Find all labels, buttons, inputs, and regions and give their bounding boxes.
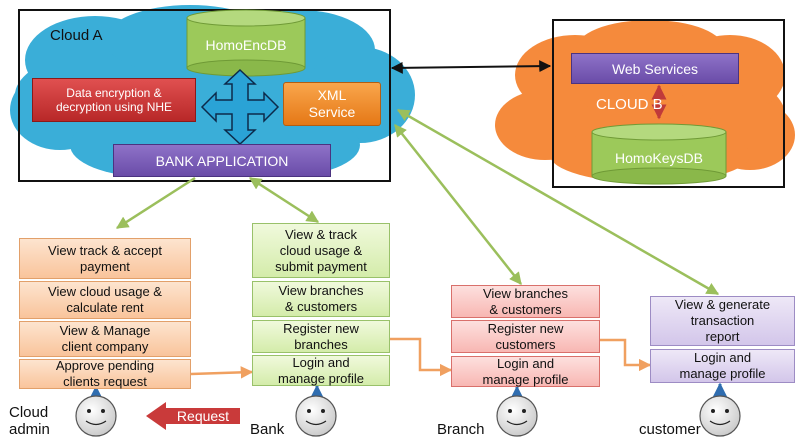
homoencdb-cylinder: HomoEncDB <box>186 9 306 77</box>
actor-label-customer: customer <box>639 421 701 438</box>
actor-label-bank: Bank <box>250 421 285 438</box>
bank-box-login: Login and manage profile <box>252 355 390 386</box>
bank-box-view-branches: View branches & customers <box>252 281 390 317</box>
branch-box-login: Login and manage profile <box>451 356 600 387</box>
cloud-a-frame <box>18 9 391 182</box>
bank-avatar <box>295 395 337 437</box>
admin-box-cloud-usage: View cloud usage & calculate rent <box>19 281 191 319</box>
homokeysdb-cylinder: HomoKeysDB <box>591 123 727 185</box>
customer-box-report: View & generate transaction report <box>650 296 795 346</box>
admin-box-manage-company: View & Manage client company <box>19 321 191 357</box>
connector-cloud-to-customer <box>396 108 720 296</box>
xml-service-box: XML Service <box>283 82 381 126</box>
bank-box-register-branches: Register new branches <box>252 320 390 353</box>
connector-cloud-to-bank <box>248 176 320 224</box>
request-arrow: Request <box>146 402 240 430</box>
homoencdb-label: HomoEncDB <box>206 37 287 53</box>
cloud-admin-avatar <box>75 395 117 437</box>
orange-connectors <box>190 337 652 379</box>
green-connectors <box>115 108 720 296</box>
connector-bank-to-branch <box>390 337 453 377</box>
branch-box-register-customers: Register new customers <box>451 320 600 353</box>
connector-branch-to-customer <box>600 338 652 372</box>
admin-box-track-payment: View track & accept payment <box>19 238 191 279</box>
connector-cloud-to-admin <box>115 176 196 230</box>
actor-label-branch: Branch <box>437 421 485 438</box>
bank-box-track-usage: View & track cloud usage & submit paymen… <box>252 223 390 278</box>
cloud-link-arrow <box>390 60 552 74</box>
cloud-a-title: Cloud A <box>50 27 103 44</box>
cloud-b-title: CLOUD B <box>596 96 663 113</box>
connector-cloud-to-branch <box>394 124 522 285</box>
homokeysdb-label: HomoKeysDB <box>615 150 703 166</box>
branch-box-view-customers: View branches & customers <box>451 285 600 318</box>
web-services-box: Web Services <box>571 53 739 84</box>
admin-box-approve-requests: Approve pending clients request <box>19 358 191 389</box>
branch-avatar <box>496 395 538 437</box>
request-label: Request <box>177 408 229 424</box>
actor-label-cloud-admin: Cloud admin <box>9 404 50 438</box>
customer-box-login: Login and manage profile <box>650 349 795 383</box>
customer-avatar <box>699 395 741 437</box>
connector-admin-to-bank <box>190 366 254 379</box>
encryption-box: Data encryption & decryption using NHE <box>32 78 196 122</box>
bank-application-box: BANK APPLICATION <box>113 144 331 177</box>
